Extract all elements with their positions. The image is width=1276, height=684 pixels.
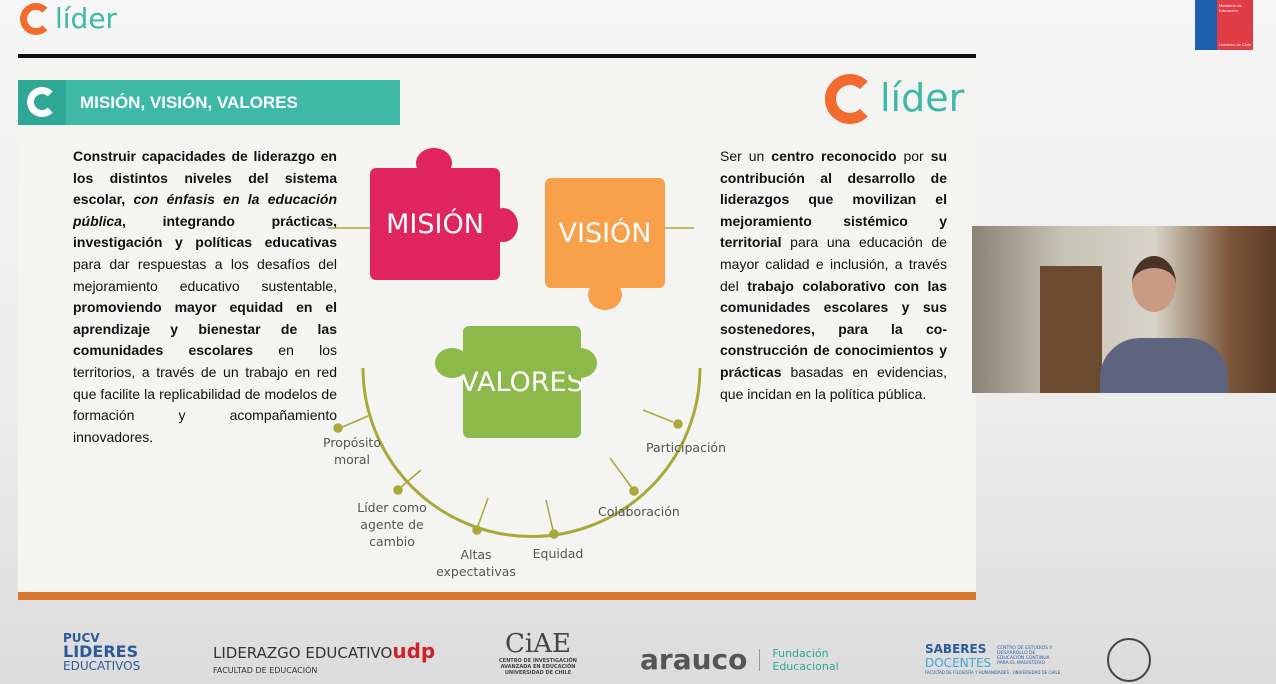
slide-banner: MISIÓN, VISIÓN, VALORES xyxy=(18,80,400,125)
ciae-logo: CiAE CENTRO DE INVESTIGACIÓN AVANZADA EN… xyxy=(493,630,583,676)
puzzle-mision: MISIÓN xyxy=(370,168,500,280)
pucv-text: PUCV xyxy=(63,631,100,645)
banner-icon xyxy=(18,80,66,125)
ministry-logo: Ministerio de Educación Gobierno de Chil… xyxy=(1195,0,1253,50)
puzzle-knob xyxy=(488,208,518,242)
lider-logo-icon xyxy=(20,3,52,35)
slide-logo-icon xyxy=(825,74,875,124)
vision-text-segment: para una educación de mayor calidad e in… xyxy=(720,234,947,294)
slide-logo-text: líder xyxy=(880,76,965,120)
fundacion-text: Fundación Educacional xyxy=(772,646,839,673)
udp-sub: FACULTAD DE EDUCACIÓN xyxy=(213,666,318,675)
udp-logo: LIDERAZGO EDUCATIVOudp FACULTAD DE EDUCA… xyxy=(213,639,435,675)
university-seal-icon xyxy=(1107,638,1151,682)
mision-text-segment: Construir capacidades de liderazgo en lo… xyxy=(73,148,337,208)
bookshelf xyxy=(1040,266,1102,393)
valores-label: VALORES xyxy=(460,366,584,398)
puzzle-valores: VALORES xyxy=(460,326,584,438)
arauco-text: arauco xyxy=(640,643,748,676)
lideres-text: LIDERES xyxy=(63,642,139,661)
saberes-sub: CENTRO DE ESTUDIOS Y DESARROLLO DE EDUCA… xyxy=(997,646,1053,666)
docentes-text: DOCENTES xyxy=(925,656,992,670)
ministry-name: Ministerio de Educación xyxy=(1219,3,1242,13)
mision-text-segment: en los territorios, a través de un traba… xyxy=(73,342,337,445)
webcam-video[interactable] xyxy=(972,226,1276,393)
vision-text-segment: trabajo colaborativo con las comunidades… xyxy=(720,277,948,380)
pucv-logo: PUCV LIDERES EDUCATIVOS xyxy=(63,631,140,673)
value-label: Altas expectativas xyxy=(436,547,516,579)
udp-main: LIDERAZGO EDUCATIVO xyxy=(213,644,393,662)
puzzle-knob xyxy=(416,148,452,178)
speaker-body xyxy=(1100,338,1228,393)
speaker-head xyxy=(1132,256,1176,312)
mision-text: Construir capacidades de liderazgo en lo… xyxy=(73,146,337,448)
ciae-text: CiAE xyxy=(505,629,571,659)
value-label: Propósito moral xyxy=(323,435,381,467)
udp-text: udp xyxy=(392,639,436,663)
vision-text-segment: centro reconocido xyxy=(771,148,897,164)
puzzle-knob xyxy=(588,280,622,310)
value-label: Líder como agente de cambio xyxy=(357,500,427,549)
mision-text-segment: , integrando prácticas, investigación y … xyxy=(73,212,337,251)
saberes-text: SABERES xyxy=(925,642,987,656)
ministry-sub: Gobierno de Chile xyxy=(1219,42,1252,47)
arauco-logo: arauco Fundación Educacional xyxy=(640,643,842,676)
puzzle-knob xyxy=(563,348,597,378)
values-arc xyxy=(328,227,702,539)
vision-text-segment: por xyxy=(896,148,931,164)
header-logo-text: líder xyxy=(55,2,118,35)
educativos-text: EDUCATIVOS xyxy=(63,659,141,673)
value-label: Equidad xyxy=(532,546,584,561)
ciae-sub: CENTRO DE INVESTIGACIÓN AVANZADA EN EDUC… xyxy=(499,658,577,676)
mision-label: MISIÓN xyxy=(386,208,484,240)
saberes-fac: FACULTAD DE FILOSOFÍA Y HUMANIDADES · UN… xyxy=(925,670,1061,675)
slide: MISIÓN, VISIÓN, VALORES líder Construir … xyxy=(18,54,976,600)
vision-label: VISIÓN xyxy=(558,217,652,249)
value-label: Colaboración xyxy=(598,504,680,519)
value-label: Participación xyxy=(646,440,727,455)
vision-text-segment: basadas en evidencias, que incidan en la… xyxy=(720,363,947,402)
mision-text-segment: con énfasis en la educación pública xyxy=(73,191,338,229)
mision-text-segment: para dar respuestas a los desafíos del m… xyxy=(73,255,337,294)
vision-text: Ser un centro reconocido por su contribu… xyxy=(720,146,947,405)
mision-text-segment: promoviendo mayor equidad en el aprendiz… xyxy=(73,299,337,359)
puzzle-vision: VISIÓN xyxy=(545,178,665,288)
puzzle-knob xyxy=(435,348,469,378)
vision-text-segment: su contribución al desarrollo de lideraz… xyxy=(720,148,948,251)
vision-text-segment: Ser un xyxy=(720,148,772,164)
slide-bottom-bar xyxy=(18,592,976,600)
banner-title: MISIÓN, VISIÓN, VALORES xyxy=(80,93,298,112)
